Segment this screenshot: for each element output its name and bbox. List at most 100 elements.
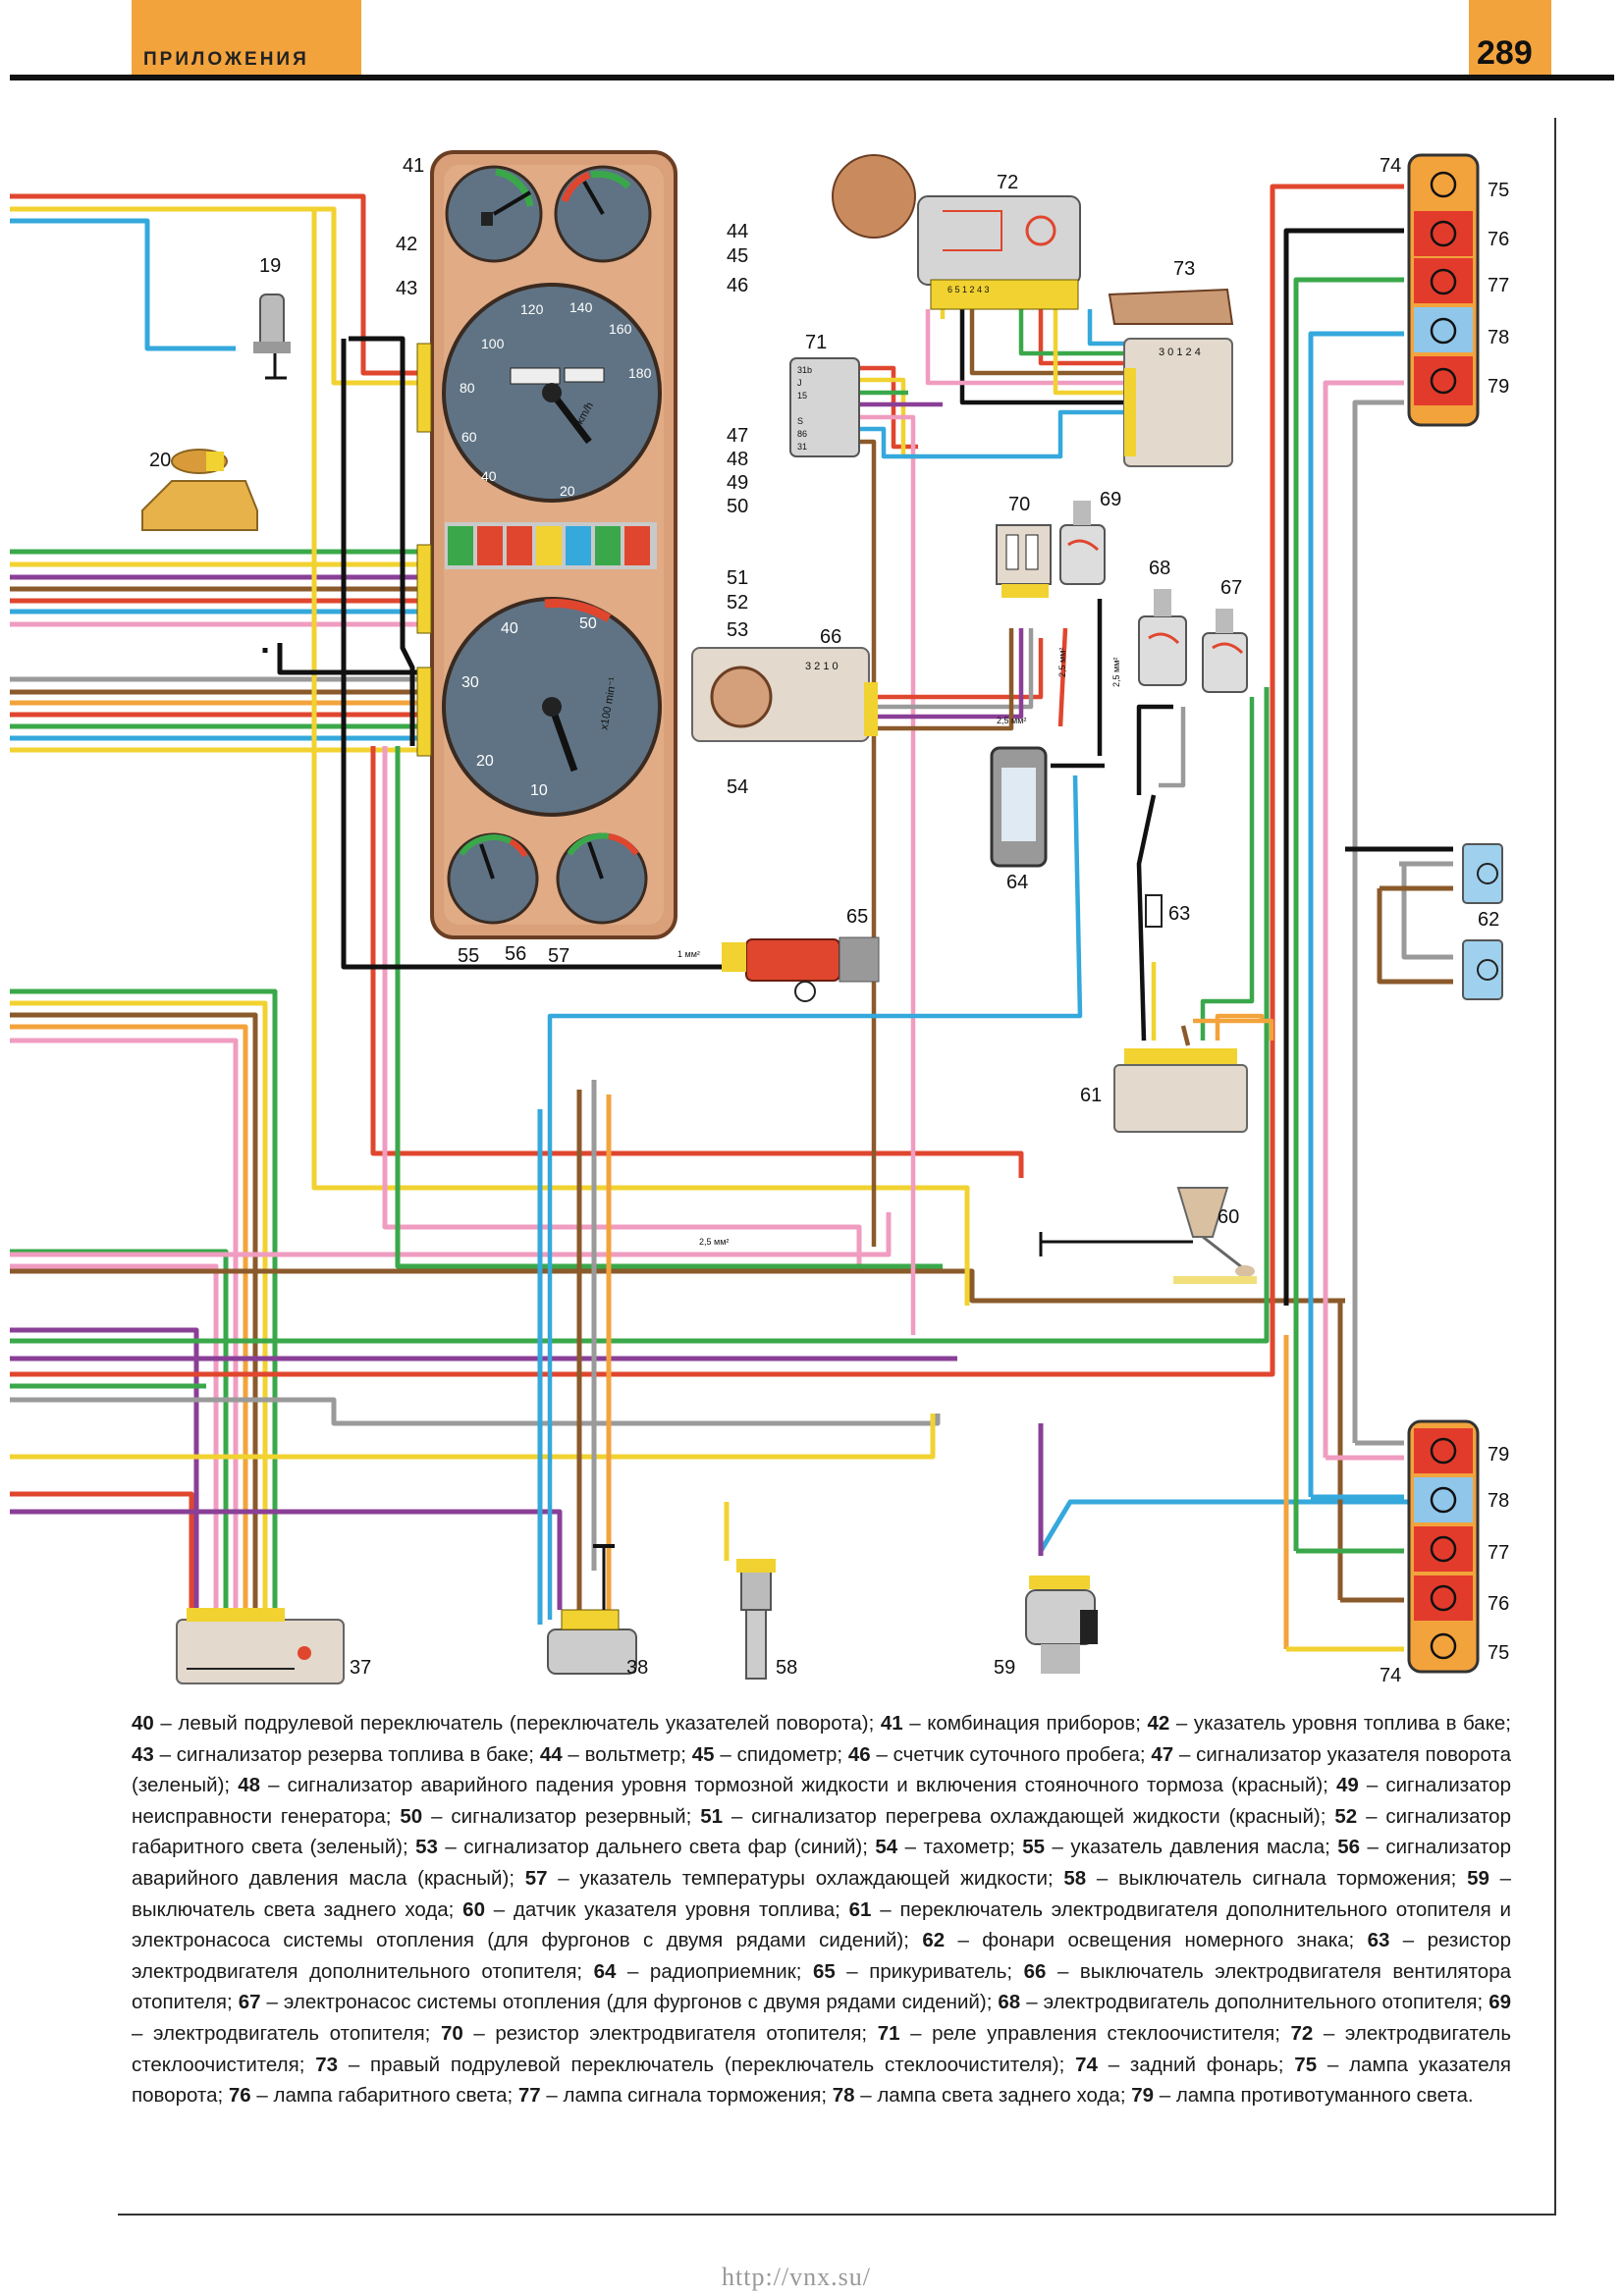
switch73-pins: 3 0 1 2 4 [1159, 347, 1201, 358]
label-68: 68 [1149, 558, 1170, 579]
component-73: 3 0 1 2 4 [1108, 288, 1234, 467]
fuel-gauge [445, 165, 543, 263]
caption-item-text: – сигнализатор перегрева охлаждающей жид… [723, 1804, 1335, 1828]
caption-item-text: – сигнализатор аварийного давления масла… [132, 1836, 1511, 1890]
caption-item-text: – резистор электродвигателя дополнительн… [132, 1929, 1511, 1983]
label-50: 50 [727, 496, 748, 517]
caption-item-text: – прикуриватель; [835, 1959, 1024, 1983]
component-70 [996, 524, 1052, 598]
caption-item-text: – выключатель сигнала торможения; [1086, 1866, 1468, 1890]
component-65 [722, 936, 880, 1002]
caption-item-number: 66 [1023, 1959, 1047, 1983]
caption-item-number: 56 [1337, 1836, 1361, 1859]
caption-item-text: – лампа сигнала торможения; [540, 2084, 833, 2108]
caption-item-text: – сигнализатор дальнего света фар (синий… [437, 1836, 876, 1859]
component-66: 3 2 1 0 [691, 647, 878, 742]
caption-item-number: 51 [700, 1804, 724, 1828]
caption-item-number: 49 [1335, 1774, 1359, 1797]
caption-item-number: 69 [1489, 1991, 1511, 2014]
wire-harness-right [1283, 228, 1453, 1652]
label-65: 65 [846, 906, 868, 928]
caption-item-text: – спидометр; [714, 1742, 848, 1766]
frame-bottom [118, 2214, 1556, 2216]
caption-item-text: – реле управления стеклоочистителя; [899, 2021, 1291, 2045]
svg-text:60: 60 [461, 429, 477, 445]
caption-item-number: 60 [462, 1897, 485, 1921]
caption-item-text: – вольтметр; [562, 1742, 692, 1766]
relay-pin-31b: 31b [797, 365, 812, 375]
wire-harness [10, 184, 1414, 1625]
caption-item-number: 72 [1290, 2021, 1314, 2045]
caption-item-text: – лампа света заднего хода; [854, 2084, 1132, 2108]
rear-lamp-top [1407, 153, 1480, 427]
label-79-top: 79 [1488, 376, 1509, 398]
coolant-temp-gauge [556, 832, 648, 925]
label-79-bottom: 79 [1488, 1444, 1509, 1466]
wire-note-1: 2,5 мм² [1057, 648, 1067, 677]
label-64: 64 [1006, 872, 1028, 893]
label-41: 41 [403, 155, 424, 177]
caption-item-text: – электродвигатель стеклоочистителя; [132, 2021, 1511, 2076]
label-59: 59 [994, 1657, 1015, 1679]
caption-item-text: – задний фонарь; [1097, 2053, 1295, 2076]
wire-note-5: 2,5 мм² [699, 1237, 729, 1247]
caption-item-text: – переключатель электродвигателя дополни… [132, 1897, 1511, 1952]
caption-item-number: 55 [1022, 1836, 1046, 1859]
label-38: 38 [626, 1657, 648, 1679]
label-75-bottom: 75 [1488, 1642, 1509, 1664]
component-62 [1462, 843, 1503, 1000]
svg-text:80: 80 [460, 380, 475, 396]
relay-pin-j: J [797, 378, 802, 388]
relay-pin-31: 31 [797, 442, 807, 452]
caption-item-text: – резистор электродвигателя отопителя; [462, 2021, 878, 2045]
caption-item-number: 65 [812, 1959, 836, 1983]
svg-text:20: 20 [560, 483, 575, 499]
caption-item-number: 43 [132, 1742, 154, 1766]
wire-harness-center [547, 216, 1274, 1620]
label-55: 55 [458, 945, 479, 967]
label-76-top: 76 [1488, 229, 1509, 250]
label-73: 73 [1173, 258, 1195, 280]
wire-note-4: 1 мм² [677, 949, 700, 959]
relay-pin-86: 86 [797, 429, 807, 439]
svg-text:40: 40 [501, 620, 518, 637]
caption-item-text: – указатель давления масла; [1045, 1836, 1338, 1859]
caption-item-number: 48 [238, 1774, 261, 1797]
label-46: 46 [727, 275, 748, 296]
svg-text:160: 160 [609, 321, 632, 337]
label-44: 44 [727, 221, 748, 242]
figure-caption: 40 – левый подрулевой переключатель (пер… [132, 1708, 1511, 2111]
component-20 [141, 449, 258, 531]
component-69 [1059, 501, 1106, 585]
wire-note-3: 2,5 мм² [997, 716, 1026, 725]
label-75-top: 75 [1488, 180, 1509, 201]
caption-item-number: 77 [517, 2084, 541, 2108]
caption-item-text: – лампа габаритного света; [250, 2084, 518, 2108]
label-47: 47 [727, 425, 748, 447]
caption-item-number: 70 [440, 2021, 463, 2045]
component-37 [176, 1608, 345, 1684]
oil-pressure-gauge [447, 832, 539, 925]
component-71: 31b J 15 S 86 31 [789, 357, 860, 457]
label-60: 60 [1218, 1206, 1239, 1228]
label-71: 71 [805, 332, 827, 353]
caption-item-text: – правый подрулевой переключатель (перек… [338, 2053, 1076, 2076]
label-58: 58 [776, 1657, 797, 1679]
svg-text:100: 100 [481, 336, 505, 351]
svg-text:30: 30 [461, 674, 479, 691]
label-45: 45 [727, 245, 748, 267]
caption-item-number: 45 [691, 1742, 715, 1766]
label-51: 51 [727, 567, 748, 589]
wire-notes: 2,5 мм² 2,5 мм² 2,5 мм² 1 мм² 2,5 мм² [677, 648, 1121, 1247]
caption-item-number: 76 [228, 2084, 251, 2108]
caption-item-number: 53 [415, 1836, 438, 1859]
section-tab: ПРИЛОЖЕНИЯ [132, 0, 361, 77]
caption-item-number: 75 [1294, 2053, 1318, 2076]
label-76-bottom: 76 [1488, 1593, 1509, 1615]
caption-item-text: – сигнализатор неисправности генератора; [132, 1774, 1511, 1828]
svg-text:120: 120 [520, 301, 544, 317]
svg-text:40: 40 [481, 468, 497, 484]
caption-item-number: 58 [1063, 1866, 1087, 1890]
warning-lamps [445, 522, 657, 569]
caption-item-number: 67 [238, 1991, 261, 2014]
